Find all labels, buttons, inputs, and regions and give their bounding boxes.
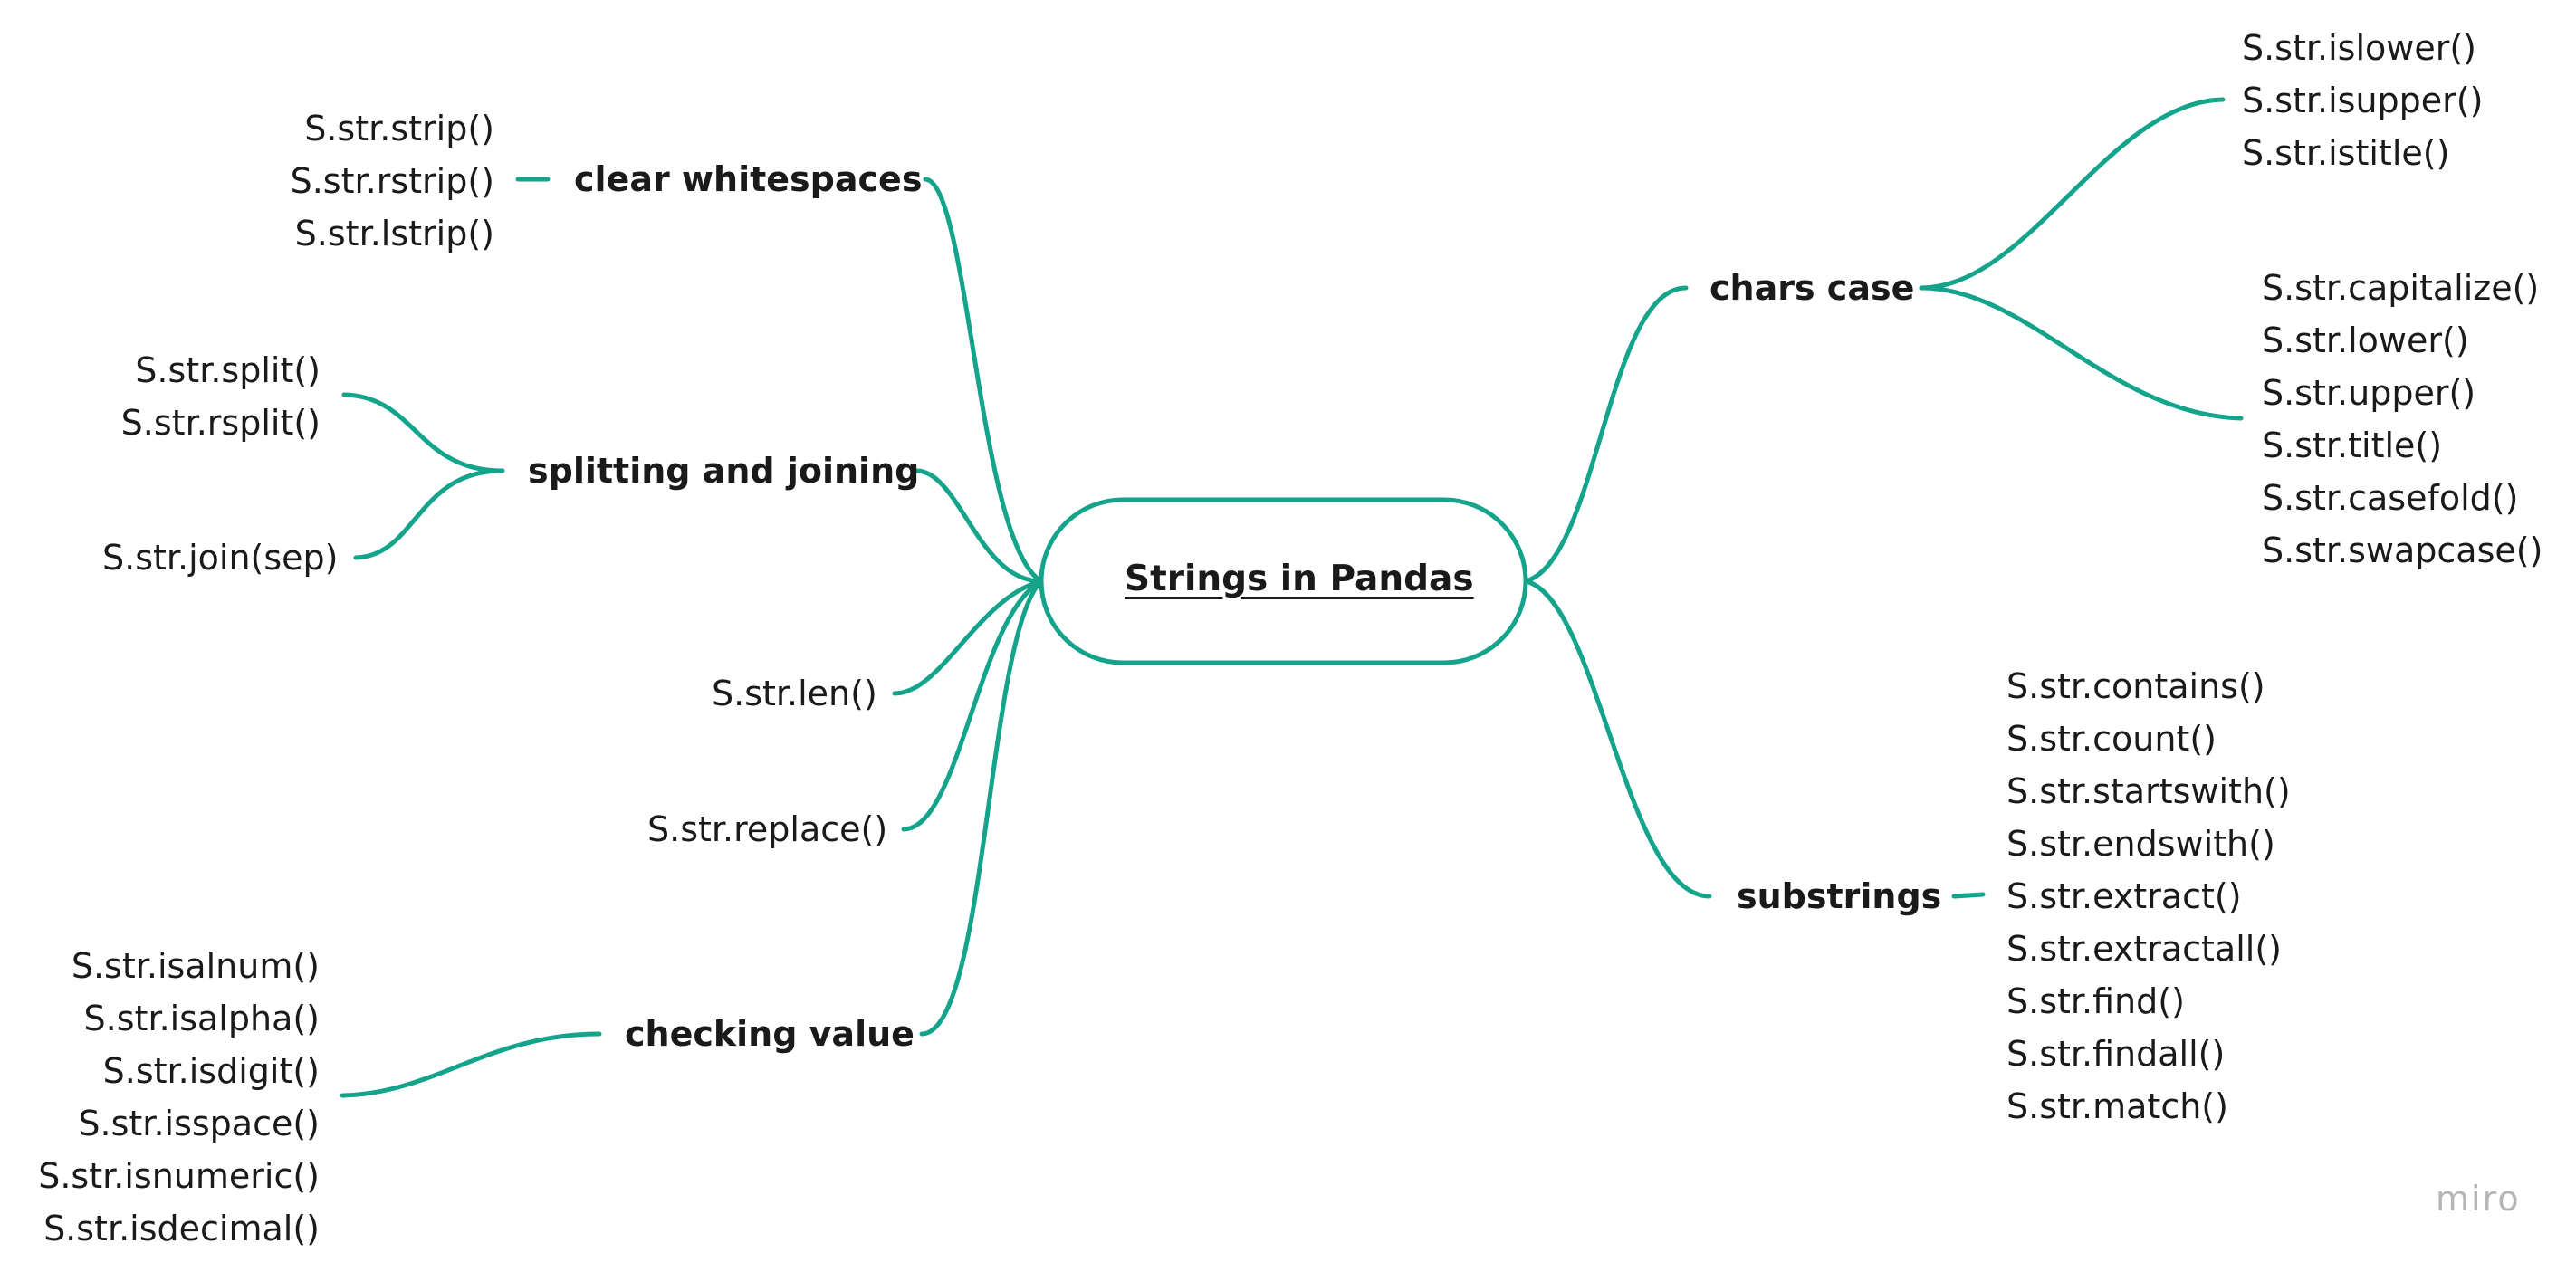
- leaf-item: S.str.findall(): [2006, 1034, 2226, 1074]
- leaf-item: S.str.match(): [2006, 1086, 2228, 1126]
- leaf-item: S.str.rsplit(): [120, 403, 321, 443]
- leaf-item: S.str.isspace(): [78, 1104, 320, 1143]
- leaves-chars-case-convert: S.str.capitalize() S.str.lower() S.str.u…: [2262, 262, 2542, 577]
- connector-chars-case-check: [1919, 97, 2226, 291]
- connector-chars-case-convert: [1919, 285, 2244, 421]
- leaf-item: S.str.lower(): [2262, 320, 2469, 360]
- leaf-item: S.str.extract(): [2006, 876, 2242, 916]
- branch-label-chars-case: chars case: [1709, 268, 1915, 308]
- leaf-item: S.str.swapcase(): [2262, 531, 2543, 570]
- leaves-substrings: S.str.contains() S.str.count() S.str.sta…: [2006, 660, 2291, 1133]
- leaf-item: S.str.count(): [2006, 719, 2217, 759]
- branch-label-clear-whitespaces: clear whitespaces: [574, 159, 923, 199]
- leaf-item: S.str.rstrip(): [290, 161, 494, 201]
- leaf-join: S.str.join(sep): [102, 538, 339, 578]
- miro-watermark: miro: [2436, 1179, 2521, 1219]
- branch-label-checking-value: checking value: [625, 1014, 915, 1054]
- leaf-item: S.str.upper(): [2262, 373, 2476, 413]
- connector-substrings: [1523, 579, 1712, 899]
- connector-checking-value: [919, 579, 1044, 1037]
- leaf-item: S.str.extractall(): [2006, 929, 2282, 969]
- leaves-checking-value: S.str.isalnum() S.str.isalpha() S.str.is…: [38, 940, 320, 1255]
- leaf-item: S.str.isalpha(): [83, 999, 320, 1038]
- leaf-item: S.str.isupper(): [2242, 81, 2484, 120]
- leaf-item: S.str.isalnum(): [71, 946, 320, 986]
- leaf-item: S.str.isdecimal(): [43, 1209, 320, 1248]
- branch-label-replace: S.str.replace(): [647, 809, 888, 849]
- branch-label-substrings: substrings: [1737, 876, 1942, 916]
- leaf-item: S.str.find(): [2006, 981, 2185, 1021]
- connector-replace: [901, 579, 1044, 832]
- leaf-item: S.str.endswith(): [2006, 824, 2275, 864]
- branch-label-splitting-joining: splitting and joining: [528, 451, 920, 491]
- connector-len: [892, 579, 1044, 696]
- leaf-item: S.str.lstrip(): [294, 214, 494, 253]
- leaf-item: S.str.isnumeric(): [38, 1156, 320, 1196]
- branch-label-len: S.str.len(): [712, 674, 877, 713]
- leaf-item: S.str.capitalize(): [2262, 268, 2540, 308]
- connector-split-leaves: [341, 392, 505, 473]
- connector-join-leaf: [353, 468, 505, 560]
- leaf-item: S.str.strip(): [304, 109, 494, 148]
- connector-chars-case: [1523, 285, 1689, 584]
- leaf-item: S.str.istitle(): [2242, 133, 2450, 173]
- leaf-item: S.str.title(): [2262, 426, 2443, 465]
- connector-splitting-joining: [914, 468, 1044, 584]
- leaves-chars-case-check: S.str.islower() S.str.isupper() S.str.is…: [2242, 22, 2483, 179]
- connector-substrings-leaves: [1951, 892, 1986, 899]
- leaf-item: S.str.isdigit(): [102, 1051, 320, 1091]
- leaf-item: S.str.casefold(): [2262, 478, 2519, 518]
- leaves-split: S.str.split() S.str.rsplit(): [121, 344, 321, 449]
- leaf-item: S.str.split(): [135, 350, 321, 390]
- leaf-item: S.str.contains(): [2006, 666, 2265, 706]
- leaves-clear-whitespaces: S.str.strip() S.str.rstrip() S.str.lstri…: [291, 102, 494, 260]
- connector-clear-whitespaces: [923, 177, 1044, 584]
- connector-checking-value-leaves: [340, 1031, 602, 1098]
- leaf-item: S.str.startswith(): [2006, 771, 2291, 811]
- center-title: Strings in Pandas: [1125, 559, 1474, 599]
- leaf-item: S.str.islower(): [2242, 28, 2477, 68]
